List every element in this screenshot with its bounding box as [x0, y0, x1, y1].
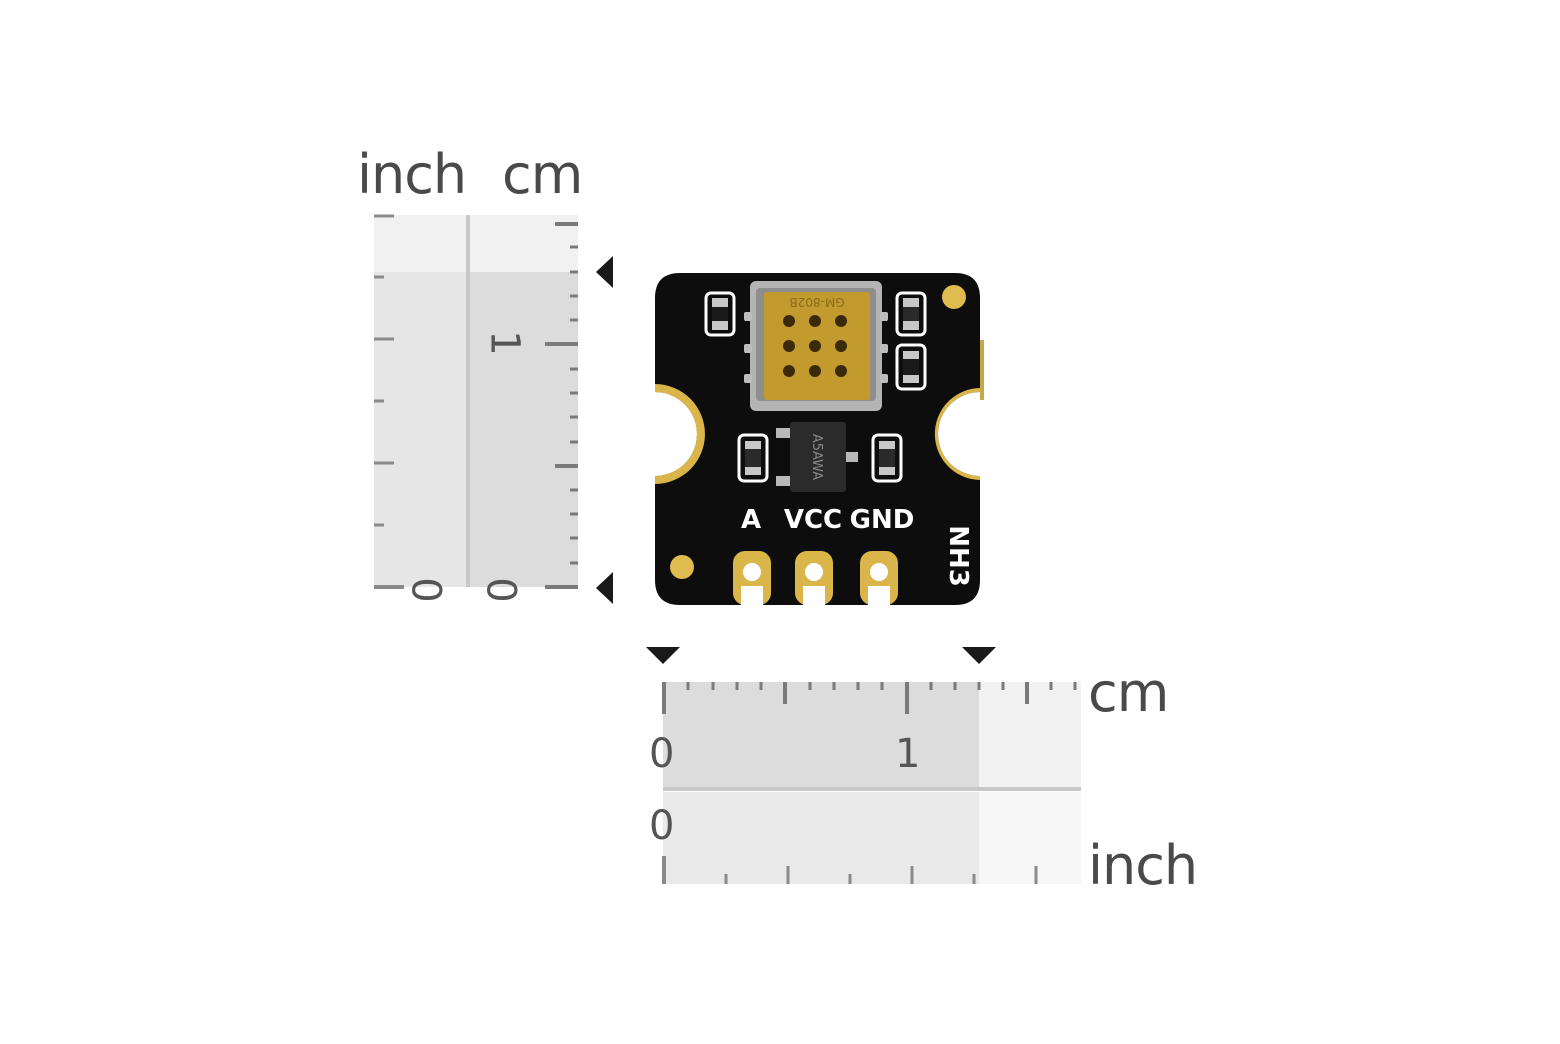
- horizontal-cm-zero-label: 0: [649, 731, 675, 777]
- pin-label-vcc: VCC: [784, 505, 842, 535]
- top-marker-triangle: [596, 256, 613, 288]
- pin-label-gnd: GND: [850, 505, 915, 535]
- smd-component-mid-right: [895, 343, 927, 391]
- horizontal-inch-ticks: [662, 856, 1038, 884]
- chip-marking-text: A5AWA: [809, 434, 824, 480]
- horizontal-inch-zero-label: 0: [649, 803, 675, 849]
- horizontal-inch-unit-label: inch: [1088, 834, 1198, 897]
- vertical-cm-one-label: 1: [481, 330, 528, 356]
- horizontal-ruler-divider: [663, 787, 1081, 791]
- horizontal-cm-unit-label: cm: [1088, 661, 1169, 724]
- vertical-cm-measure-shade: [470, 272, 578, 587]
- smd-component-top-right: [895, 291, 927, 337]
- vertical-cm-zero-label: 0: [477, 577, 524, 603]
- vertical-cm-ticks: [545, 222, 578, 589]
- horizontal-cm-ticks: [662, 682, 1077, 714]
- smd-component-bottom-left: [737, 433, 769, 483]
- left-marker-triangle: [646, 647, 680, 664]
- horizontal-ruler-group: [646, 647, 1081, 884]
- pin-label-a: A: [741, 505, 761, 535]
- vertical-inch-unit-label: inch: [357, 143, 467, 206]
- header-pin-pads: [733, 551, 898, 605]
- bottom-left-fiducial: [670, 555, 694, 579]
- horizontal-cm-one-label: 1: [895, 731, 921, 777]
- smd-component-bottom-right: [871, 433, 903, 483]
- smd-component-top-left: [704, 291, 736, 337]
- sensor-marking-text: GM-802B: [789, 295, 844, 309]
- right-marker-triangle: [962, 647, 996, 664]
- bottom-marker-triangle: [596, 572, 613, 604]
- horizontal-inch-measure-shade: [663, 792, 979, 884]
- vertical-ruler-group: [374, 214, 613, 604]
- sensor-holes: [783, 315, 847, 377]
- vertical-inch-ticks: [374, 214, 404, 589]
- horizontal-cm-measure-shade: [663, 682, 979, 788]
- vertical-inch-measure-shade: [374, 272, 468, 587]
- top-right-fiducial: [942, 285, 966, 309]
- vertical-ruler-divider: [466, 215, 470, 587]
- regulator-chip: A5AWA: [776, 422, 858, 492]
- sensor-module-board: GM-802B: [655, 273, 984, 605]
- vertical-inch-zero-label: 0: [402, 577, 449, 603]
- gas-type-label: NH3: [943, 525, 973, 587]
- vertical-cm-unit-label: cm: [502, 143, 583, 206]
